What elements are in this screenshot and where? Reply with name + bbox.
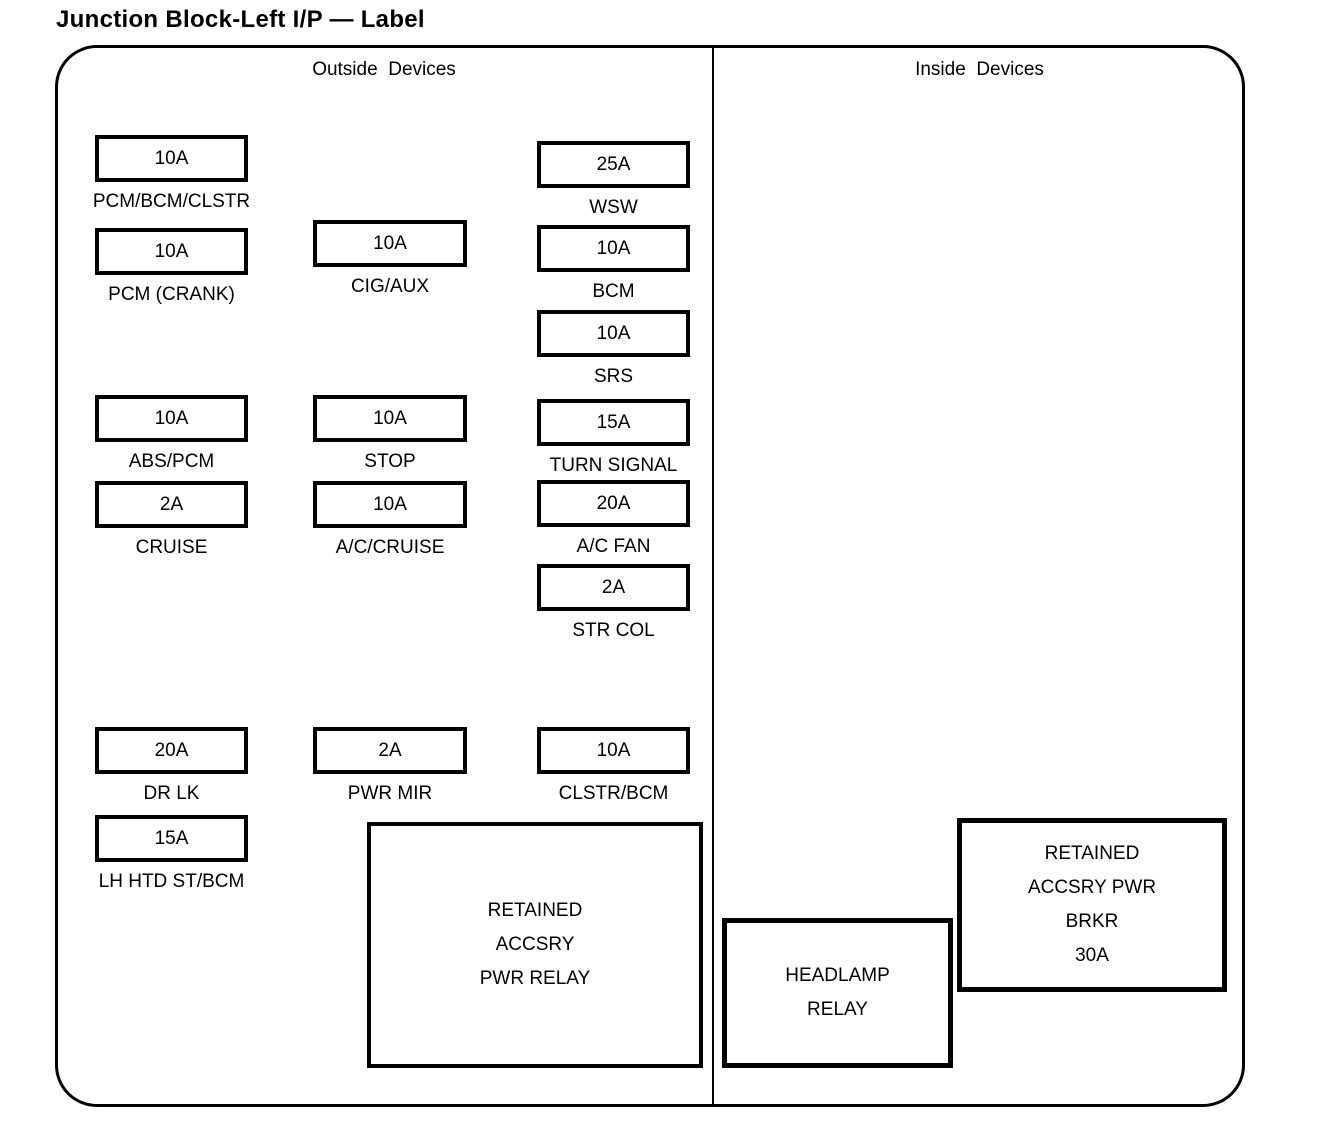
fuse-label: CLSTR/BCM <box>558 783 669 804</box>
breaker-text-line: 30A <box>1075 945 1109 966</box>
retained-accsry-pwr-brkr-box: RETAINED ACCSRY PWR BRKR 30A <box>957 818 1227 992</box>
fuse-label: TURN SIGNAL <box>549 455 678 476</box>
relay-text-line: ACCSRY <box>495 934 575 955</box>
fuse-pcm-crank: 10A PCM (CRANK) <box>95 228 248 306</box>
breaker-text-line: ACCSRY PWR <box>1027 877 1157 898</box>
relay-text-line: HEADLAMP <box>785 965 890 986</box>
fuse-label: STOP <box>364 451 416 472</box>
fuse-turn-signal: 15A TURN SIGNAL <box>537 399 690 477</box>
fuse-amp: 10A <box>95 228 248 275</box>
fuse-label: DR LK <box>143 783 200 804</box>
fuse-pwr-mir: 2A PWR MIR <box>313 727 467 805</box>
fuse-amp: 10A <box>537 727 690 774</box>
fuse-ac-cruise: 10A A/C/CRUISE <box>313 481 467 559</box>
fuse-str-col: 2A STR COL <box>537 564 690 642</box>
page-title: Junction Block-Left I/P — Label <box>56 6 425 33</box>
fuse-label: CIG/AUX <box>350 276 430 297</box>
relay-text-line: RELAY <box>807 999 868 1020</box>
fuse-amp: 2A <box>537 564 690 611</box>
inside-devices-header: Inside Devices <box>915 59 1044 80</box>
fuse-bcm: 10A BCM <box>537 225 690 303</box>
fuse-label: A/C FAN <box>576 536 651 557</box>
outside-devices-header: Outside Devices <box>312 59 456 80</box>
fuse-ac-fan: 20A A/C FAN <box>537 480 690 558</box>
fuse-cig-aux: 10A CIG/AUX <box>313 220 467 298</box>
fuse-label: SRS <box>593 366 634 387</box>
fuse-amp: 10A <box>313 220 467 267</box>
fuse-label: WSW <box>589 197 638 218</box>
fuse-amp: 15A <box>95 815 248 862</box>
fuse-srs: 10A SRS <box>537 310 690 388</box>
fuse-label: PCM/BCM/CLSTR <box>92 191 251 212</box>
fuse-label: PWR MIR <box>347 783 433 804</box>
panel-divider-line <box>712 45 714 1107</box>
fuse-amp: 25A <box>537 141 690 188</box>
breaker-text-line: BRKR <box>1065 911 1119 932</box>
fuse-cruise: 2A CRUISE <box>95 481 248 559</box>
fuse-dr-lk: 20A DR LK <box>95 727 248 805</box>
fuse-amp: 10A <box>537 310 690 357</box>
fuse-stop: 10A STOP <box>313 395 467 473</box>
fuse-amp: 20A <box>95 727 248 774</box>
fuse-lh-htd-st-bcm: 15A LH HTD ST/BCM <box>95 815 248 893</box>
fuse-abs-pcm: 10A ABS/PCM <box>95 395 248 473</box>
retained-accsry-pwr-relay-box: RETAINED ACCSRY PWR RELAY <box>367 822 703 1068</box>
fuse-wsw: 25A WSW <box>537 141 690 219</box>
breaker-text-line: RETAINED <box>1044 843 1140 864</box>
fuse-amp: 2A <box>313 727 467 774</box>
fuse-label: A/C/CRUISE <box>335 537 445 558</box>
relay-text-line: RETAINED <box>487 900 583 921</box>
fuse-label: BCM <box>592 281 635 302</box>
fuse-label: LH HTD ST/BCM <box>98 871 245 892</box>
fuse-label: PCM (CRANK) <box>108 284 235 305</box>
fuse-amp: 10A <box>95 135 248 182</box>
fuse-label: STR COL <box>572 620 655 641</box>
headlamp-relay-box: HEADLAMP RELAY <box>722 918 953 1068</box>
fuse-pcm-bcm-clstr: 10A PCM/BCM/CLSTR <box>93 135 250 213</box>
fuse-amp: 10A <box>313 395 467 442</box>
fuse-amp: 10A <box>537 225 690 272</box>
fuse-label: CRUISE <box>135 537 208 558</box>
fuse-amp: 10A <box>313 481 467 528</box>
fuse-amp: 2A <box>95 481 248 528</box>
fuse-label: ABS/PCM <box>128 451 215 472</box>
fuse-amp: 20A <box>537 480 690 527</box>
fuse-amp: 15A <box>537 399 690 446</box>
relay-text-line: PWR RELAY <box>479 968 591 989</box>
fuse-amp: 10A <box>95 395 248 442</box>
fuse-clstr-bcm: 10A CLSTR/BCM <box>537 727 690 805</box>
